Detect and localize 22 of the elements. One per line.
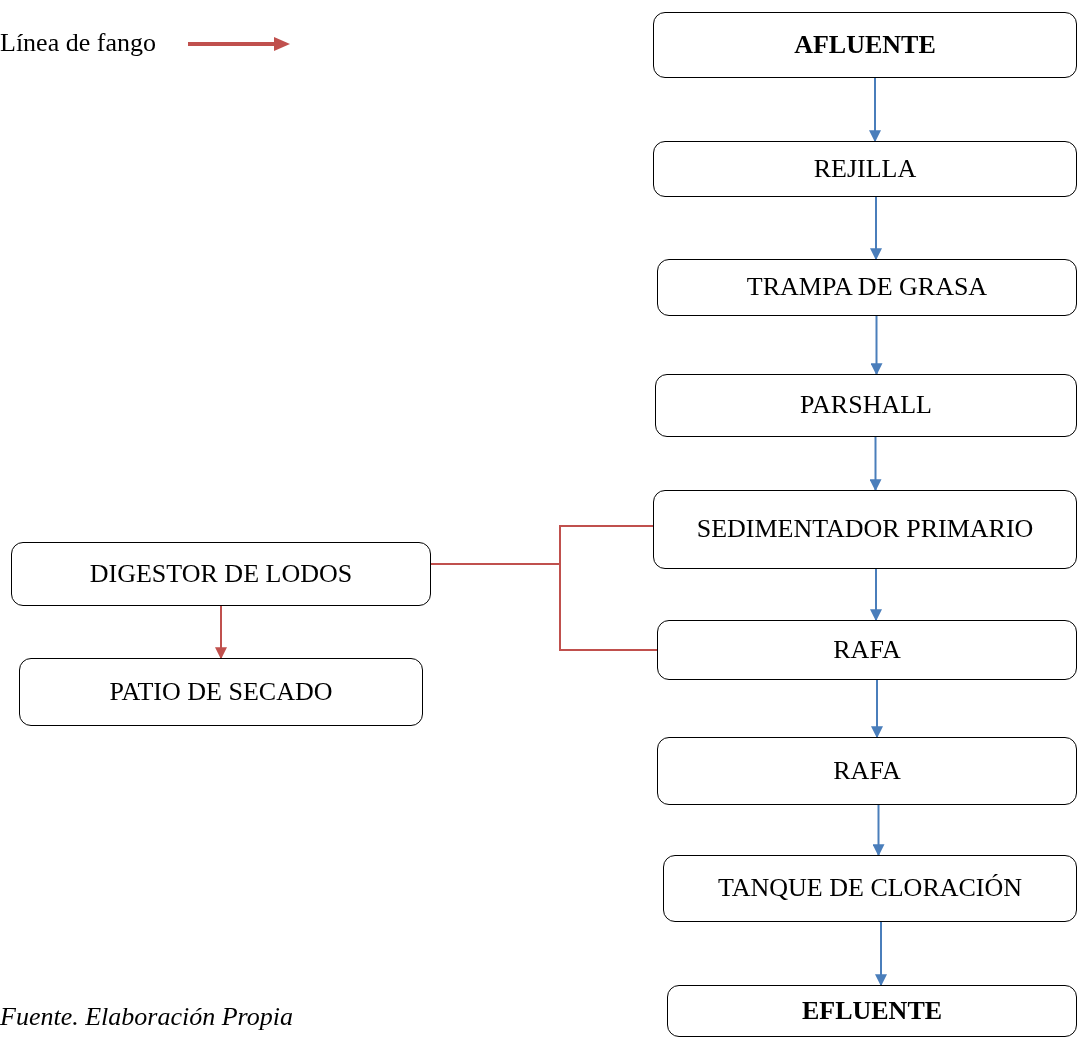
arrow [870,315,883,376]
process-box: REJILLA [653,141,1077,197]
process-box: PARSHALL [655,374,1077,437]
process-box: RAFA [657,620,1077,680]
legend-label: Línea de fango [0,30,156,56]
process-box: TANQUE DE CLORACIÓN [663,855,1077,922]
arrow [872,804,885,857]
arrow [869,77,881,143]
source-note: Fuente. Elaboración Propia [0,1004,293,1030]
process-box: RAFA [657,737,1077,805]
arrow [870,568,882,622]
process-box: TRAMPA DE GRASA [657,259,1077,316]
arrow [871,679,883,739]
process-box: AFLUENTE [653,12,1077,78]
process-box: SEDIMENTADOR PRIMARIO [653,490,1077,569]
arrow [215,605,227,660]
arrow [870,196,882,261]
process-box: PATIO DE SECADO [19,658,423,726]
arrow [875,921,887,987]
process-box: DIGESTOR DE LODOS [11,542,431,606]
arrow [869,436,882,492]
process-box: EFLUENTE [667,985,1077,1037]
